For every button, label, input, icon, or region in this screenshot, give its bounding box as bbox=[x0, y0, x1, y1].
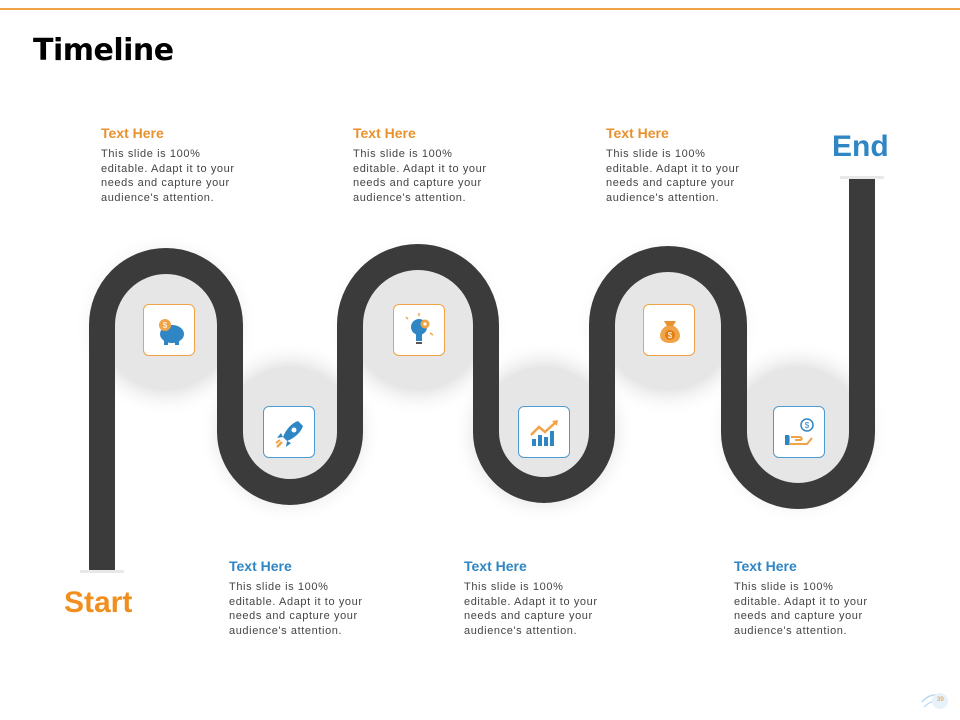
piggy-bank-icon: $ bbox=[159, 319, 184, 345]
milestone-6-icon-box: $ bbox=[773, 406, 825, 458]
milestone-3-icon-box bbox=[393, 304, 445, 356]
top-accent-rule bbox=[0, 8, 960, 10]
page-number-badge: 39 bbox=[918, 690, 952, 712]
svg-text:$: $ bbox=[805, 421, 810, 430]
hand-coin-icon: $ bbox=[785, 418, 814, 445]
milestone-4-icon-box bbox=[518, 406, 570, 458]
end-label: End bbox=[832, 130, 889, 163]
road-end-cap bbox=[840, 176, 884, 179]
road-path bbox=[89, 178, 875, 572]
svg-text:$: $ bbox=[668, 331, 673, 340]
milestone-1-heading: Text Here bbox=[101, 125, 164, 141]
rocket-icon bbox=[275, 421, 303, 448]
milestone-6-body: This slide is 100% editable. Adapt it to… bbox=[734, 581, 868, 637]
milestone-2-body: This slide is 100% editable. Adapt it to… bbox=[229, 581, 363, 637]
svg-text:$: $ bbox=[163, 321, 168, 330]
milestone-5-caption: Text Here This slide is 100% editable. A… bbox=[606, 125, 756, 205]
page-title: Timeline bbox=[33, 33, 174, 68]
page-badge-icon bbox=[921, 693, 948, 709]
milestone-5-heading: Text Here bbox=[606, 125, 669, 141]
milestone-4-body: This slide is 100% editable. Adapt it to… bbox=[464, 581, 598, 637]
milestone-2-caption: Text Here This slide is 100% editable. A… bbox=[229, 558, 379, 638]
page-number: 39 bbox=[937, 697, 944, 703]
milestone-3-heading: Text Here bbox=[353, 125, 416, 141]
milestone-5-body: This slide is 100% editable. Adapt it to… bbox=[606, 148, 740, 204]
milestone-1-body: This slide is 100% editable. Adapt it to… bbox=[101, 148, 235, 204]
milestone-3-body: This slide is 100% editable. Adapt it to… bbox=[353, 148, 487, 204]
milestone-4-heading: Text Here bbox=[464, 558, 527, 574]
milestone-4-caption: Text Here This slide is 100% editable. A… bbox=[464, 558, 614, 638]
milestone-2-heading: Text Here bbox=[229, 558, 292, 574]
growth-chart-icon bbox=[530, 420, 558, 446]
milestone-2-icon-box bbox=[263, 406, 315, 458]
milestone-1-icon-box: $ bbox=[143, 304, 195, 356]
milestone-6-heading: Text Here bbox=[734, 558, 797, 574]
milestone-1-caption: Text Here This slide is 100% editable. A… bbox=[101, 125, 251, 205]
milestone-5-icon-box: $ bbox=[643, 304, 695, 356]
milestone-6-caption: Text Here This slide is 100% editable. A… bbox=[734, 558, 884, 638]
road-start-cap bbox=[80, 570, 124, 573]
start-label: Start bbox=[64, 586, 133, 619]
money-bag-icon: $ bbox=[660, 321, 680, 343]
milestone-3-caption: Text Here This slide is 100% editable. A… bbox=[353, 125, 503, 205]
lightbulb-gear-icon bbox=[405, 313, 434, 344]
